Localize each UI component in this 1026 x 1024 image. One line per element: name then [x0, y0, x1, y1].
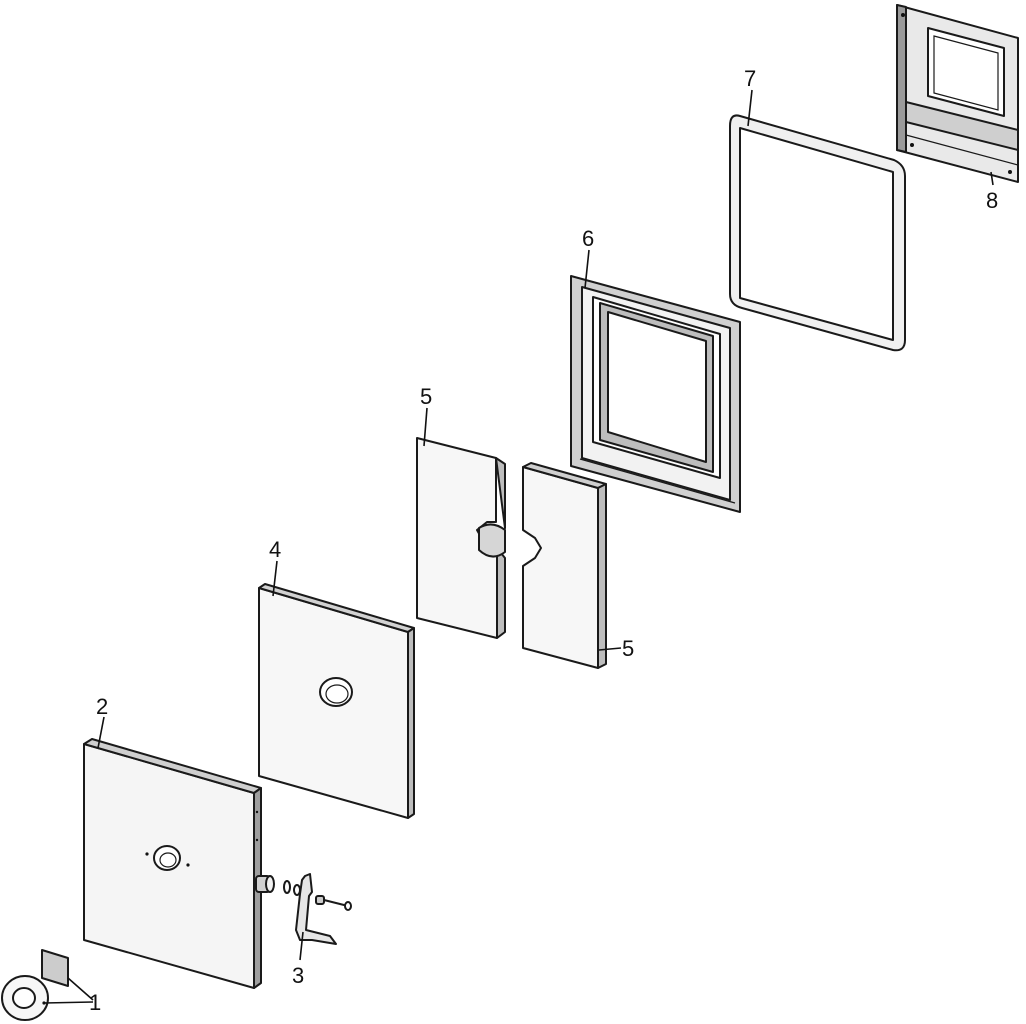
label-part-6: 6 — [582, 226, 594, 251]
part-3-lock-hardware — [283, 873, 352, 945]
part-6-inner-frame — [570, 275, 741, 513]
part-5-left-panel — [416, 437, 506, 639]
label-part-5-lower: 5 — [622, 636, 634, 661]
part-labels: 1 2 3 4 5 5 6 7 8 — [89, 66, 998, 1015]
part-7-seal-frame — [729, 114, 906, 352]
part-4-insulation-board — [258, 583, 415, 819]
label-part-1: 1 — [89, 990, 101, 1015]
label-part-8: 8 — [986, 188, 998, 213]
label-part-2: 2 — [96, 694, 108, 719]
leader-lines — [43, 89, 994, 1004]
label-part-4: 4 — [269, 537, 281, 562]
part-5-right-panel — [522, 462, 607, 669]
label-part-3: 3 — [292, 963, 304, 988]
label-part-5-upper: 5 — [420, 384, 432, 409]
part-1-escutcheon — [1, 949, 69, 1021]
part-2-front-cover — [83, 738, 275, 989]
part-8-mounting-frame — [896, 4, 1019, 183]
label-part-7: 7 — [744, 66, 756, 91]
